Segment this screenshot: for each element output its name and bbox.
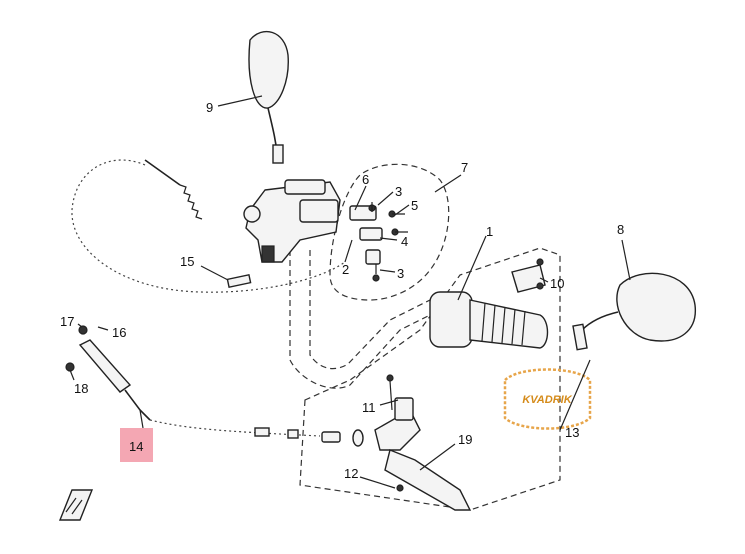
brake-cable-loop [71, 159, 346, 293]
callout-13: 13 [565, 425, 579, 440]
callout-6: 6 [362, 172, 369, 187]
handlebar-outline [289, 250, 441, 389]
callout-17: 17 [60, 314, 74, 329]
lever-assembly [321, 374, 472, 511]
callout-1: 1 [486, 224, 493, 239]
callout-9: 9 [206, 100, 213, 115]
callout-labels: 1 2 3 3 4 5 6 7 8 9 10 11 12 13 14 15 16… [60, 100, 624, 481]
callout-7: 7 [461, 160, 468, 175]
switch-group-outline [329, 163, 450, 301]
callout-4: 4 [401, 234, 408, 249]
right-switch-grip [429, 258, 549, 349]
callout-16: 16 [112, 325, 126, 340]
callout-18: 18 [74, 381, 88, 396]
highlight-box [120, 428, 153, 462]
callout-2: 2 [342, 262, 349, 277]
callout-15: 15 [180, 254, 194, 269]
clutch-cable [65, 325, 321, 439]
callout-19: 19 [458, 432, 472, 447]
callout-3b: 3 [397, 266, 404, 281]
watermark-logo: KVADRIK [503, 368, 592, 430]
right-mirror [572, 272, 696, 351]
throttle-group-outline [299, 247, 561, 511]
callout-10: 10 [550, 276, 564, 291]
callout-5: 5 [411, 198, 418, 213]
leader-lines [69, 95, 631, 489]
callout-12: 12 [344, 466, 358, 481]
assembly-outlines [289, 163, 561, 511]
watermark-text: KVADRIK [522, 394, 572, 406]
left-mirror [248, 30, 289, 164]
cable-adjuster [144, 159, 181, 186]
callout-8: 8 [617, 222, 624, 237]
callout-14: 14 [129, 439, 143, 454]
switch-parts [349, 202, 408, 282]
callout-11: 11 [362, 400, 376, 415]
cable-end [226, 273, 252, 289]
cable-spring [179, 184, 203, 220]
front-arrow-icon [58, 489, 94, 521]
master-cylinder [243, 179, 341, 263]
callout-3a: 3 [395, 184, 402, 199]
